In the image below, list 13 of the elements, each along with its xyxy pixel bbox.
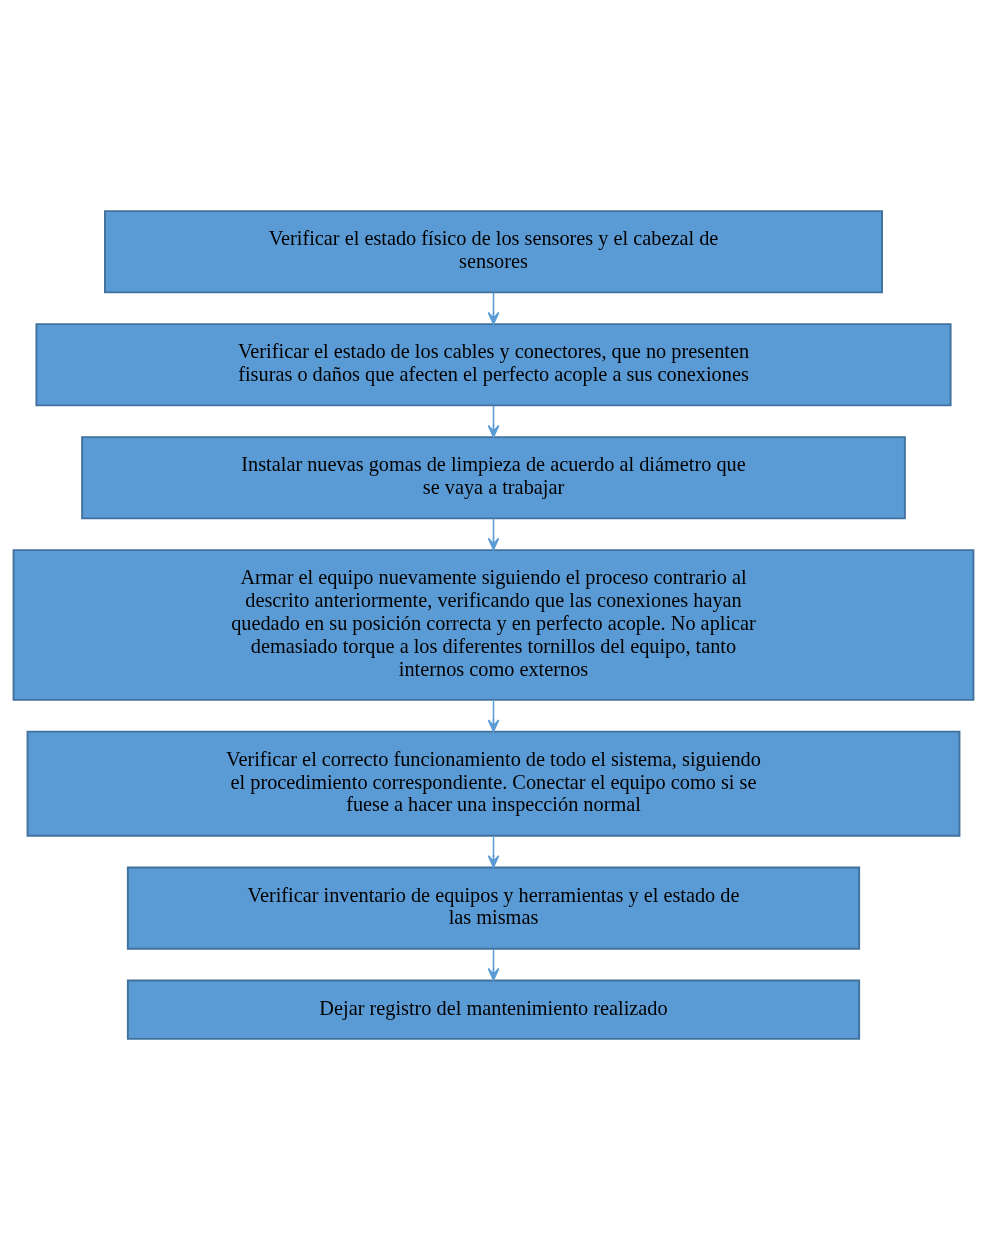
node-box: Verificar el estado de los cables y conectores, que no presenten fisuras o daños que afecten el perfecto acople a sus conexiones xyxy=(35,323,952,407)
arrow xyxy=(487,292,500,325)
node-box: Dejar registro del mantenimiento realizado xyxy=(126,979,861,1040)
arrow xyxy=(487,699,500,733)
arrow xyxy=(487,948,500,981)
node-box: Verificar el correcto funcionamiento de todo el sistema, siguiendo el procedimiento correspondiente. Conectar el equipo como si se fuese a hacer una inspección normal xyxy=(26,730,961,837)
arrow xyxy=(487,405,500,438)
arrow xyxy=(487,517,500,551)
node-box: Armar el equipo nuevamente siguiendo el proceso contrario al descrito anteriormente, verificando que las conexiones hayan quedado en su posición correcta y en perfecto acople. No aplicar demasiado torque a los diferentes tornillos del equipo, tanto internos como externos xyxy=(12,549,975,701)
arrow xyxy=(487,835,500,868)
node-box: Instalar nuevas gomas de limpieza de acuerdo al diámetro que se vaya a trabajar xyxy=(81,436,906,520)
node-box: Verificar inventario de equipos y herramientas y el estado de las mismas xyxy=(126,866,861,950)
node-box: Verificar el estado físico de los sensores y el cabezal de sensores xyxy=(104,210,883,294)
